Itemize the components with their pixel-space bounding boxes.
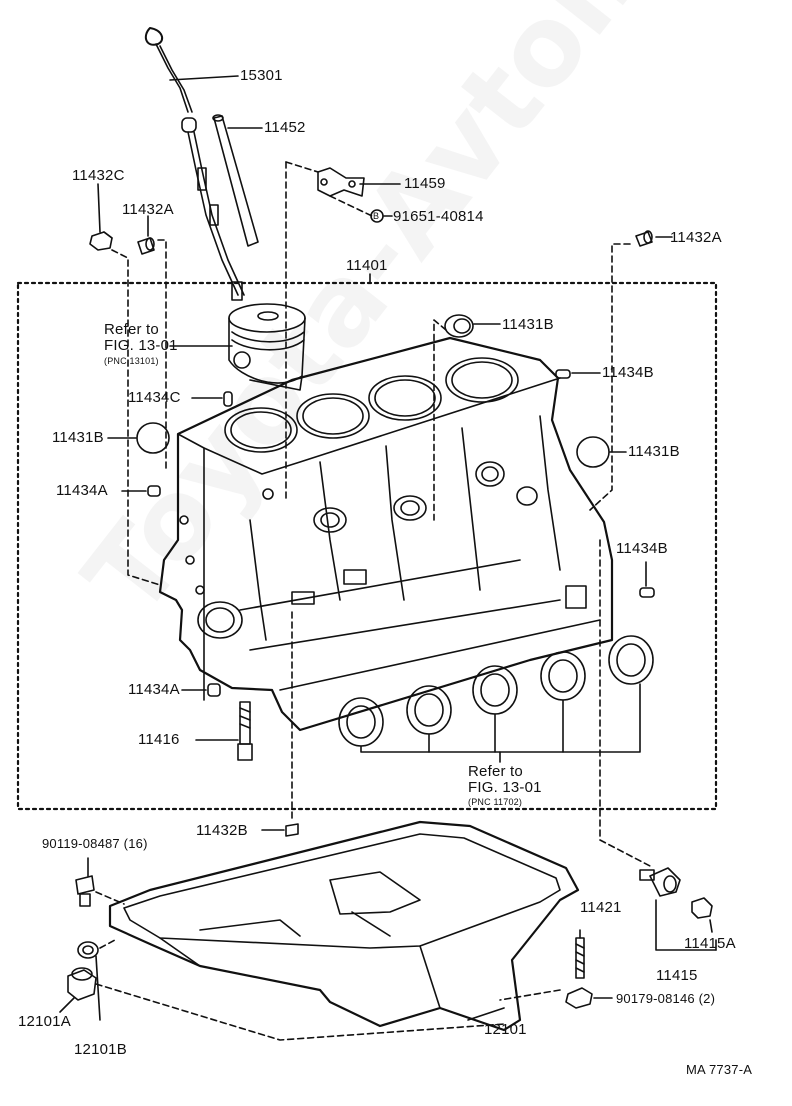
callout-12101: 12101 [484, 1021, 527, 1038]
callout-11432A-left: 11432A [122, 201, 174, 218]
callout-11431B-top: 11431B [502, 316, 554, 333]
block-group-frame [16, 281, 718, 811]
bracket-11459 [317, 167, 365, 197]
pin-11434B-right [639, 587, 655, 598]
callout-12101B: 12101B [74, 1041, 127, 1058]
bearing-ref-line1: Refer to [468, 763, 523, 780]
plug-11432A-left [137, 237, 155, 255]
main-bearings [338, 635, 654, 747]
callout-11431B-right: 11431B [628, 443, 680, 460]
callout-11415: 11415 [656, 967, 698, 984]
callout-11431B-left: 11431B [52, 429, 104, 446]
callout-15301: 15301 [240, 67, 283, 84]
callout-11415A: 11415A [684, 935, 736, 952]
gasket-12101B [77, 941, 99, 959]
bolt-90119 [75, 875, 95, 907]
piston-ref-line3: (PNC 13101) [104, 356, 159, 366]
callout-11434B-right: 11434B [616, 540, 668, 557]
callout-11459: 11459 [404, 175, 446, 192]
callout-12101A: 12101A [18, 1013, 71, 1030]
drain-plug-12101A [67, 967, 97, 1001]
pin-11434B-top [555, 369, 571, 379]
drain-cock-11415 [639, 867, 681, 897]
plug-11415A [691, 897, 713, 919]
callout-90119-08487: 90119-08487 (16) [42, 836, 148, 851]
pin-11434A-upper [147, 485, 161, 497]
oil-pan [108, 820, 580, 1032]
piston-ref-line1: Refer to [104, 321, 159, 338]
piston-ref-line2: FIG. 13-01 [104, 337, 178, 354]
dipstick-guide [212, 114, 259, 247]
callout-11432A-right: 11432A [670, 229, 722, 246]
nut-90179 [565, 987, 593, 1009]
callout-11434A-upper: 11434A [56, 482, 108, 499]
cylinder-block [158, 336, 614, 732]
stud-11421 [575, 937, 585, 979]
cup-plug-11431B-right [576, 436, 610, 468]
pin-11434C [223, 391, 233, 407]
cup-plug-11431B-left [136, 422, 170, 454]
callout-11416: 11416 [138, 731, 180, 748]
piston [228, 303, 306, 391]
bolt-11416 [237, 701, 253, 761]
callout-11434B-top: 11434B [602, 364, 654, 381]
callout-11434C: 11434C [128, 389, 181, 406]
drawing-code: MA 7737-A [686, 1062, 753, 1077]
callout-11401: 11401 [346, 257, 388, 274]
pin-11434A-lower [207, 683, 221, 697]
callout-11452: 11452 [264, 119, 306, 136]
plug-11432A-right [635, 230, 653, 247]
callout-11421: 11421 [580, 899, 622, 916]
plug-11432B [285, 823, 299, 837]
callout-11432B: 11432B [196, 822, 248, 839]
bearing-ref-line3: (PNC 11702) [468, 797, 523, 807]
bolt-symbol: B [373, 211, 380, 221]
callout-11434A-lower: 11434A [128, 681, 180, 698]
callout-11432C: 11432C [72, 167, 125, 184]
cup-plug-11431B-top [444, 314, 474, 338]
bearing-ref-line2: FIG. 13-01 [468, 779, 542, 796]
plug-11432C [89, 231, 113, 251]
callout-91651-40814: 91651-40814 [393, 208, 484, 225]
callout-90179-08146: 90179-08146 (2) [616, 991, 716, 1006]
dipstick [144, 27, 245, 301]
